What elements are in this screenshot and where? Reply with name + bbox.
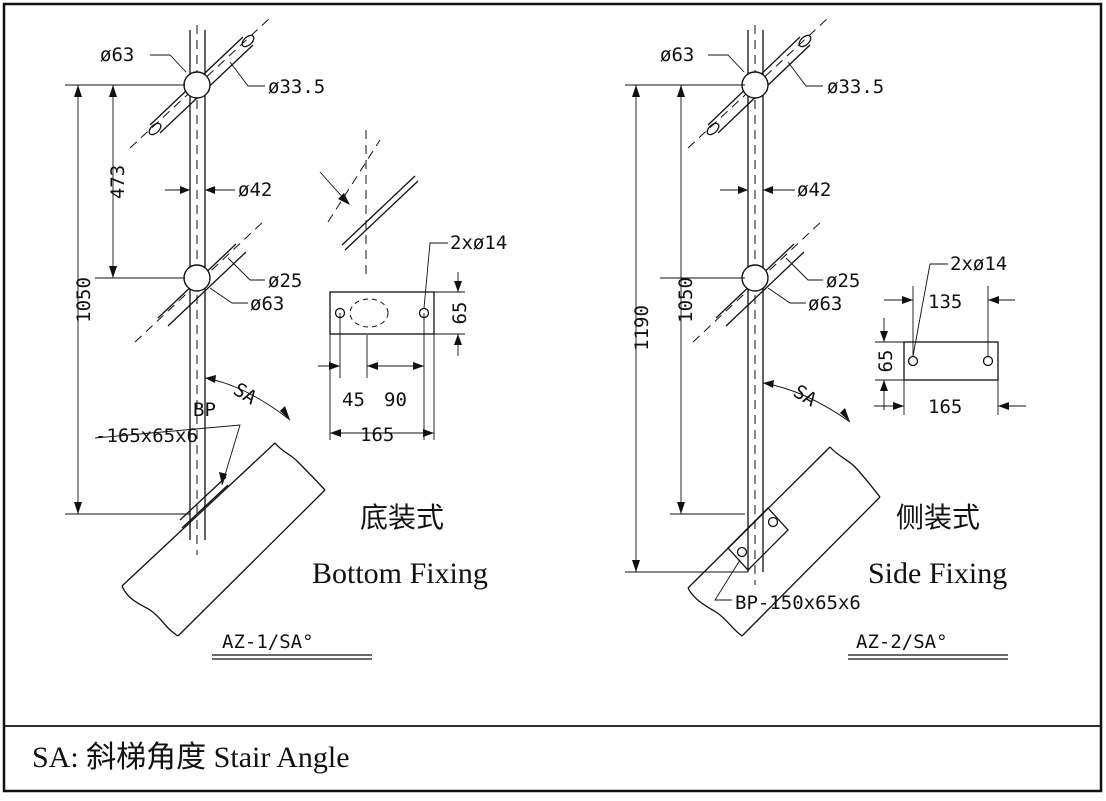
left-cn-title: 底装式 — [360, 502, 444, 534]
left-dimensions — [65, 54, 291, 515]
left-label-90: 90 — [384, 389, 407, 411]
right-en-title: Side Fixing — [868, 557, 1007, 590]
right-top-rail — [687, 17, 829, 149]
left-detail — [65, 17, 465, 660]
right-label-165: 165 — [928, 396, 962, 418]
right-label-bp-size: BP-150x65x6 — [735, 592, 861, 614]
left-label-sa: SA — [229, 379, 261, 410]
right-label-d25: ø25 — [826, 270, 860, 292]
left-top-rail — [129, 17, 271, 149]
right-label-holes: 2xø14 — [950, 253, 1007, 275]
left-code: AZ-1/SA° — [222, 631, 314, 653]
left-label-45: 45 — [342, 389, 365, 411]
left-label-473: 473 — [107, 165, 129, 199]
left-en-title: Bottom Fixing — [312, 557, 488, 590]
right-label-d63-bottom: ø63 — [808, 293, 842, 315]
right-label-d42: ø42 — [797, 179, 831, 201]
left-label-d42: ø42 — [238, 179, 272, 201]
footer-note: SA: 斜梯角度 Stair Angle — [32, 741, 350, 774]
left-label-d33: ø33.5 — [268, 76, 325, 98]
right-plate-detail — [874, 263, 1026, 415]
right-post — [747, 25, 764, 585]
left-label-d63-top: ø63 — [100, 44, 134, 66]
right-bottom-rail — [692, 219, 824, 343]
left-label-bp: BP — [193, 399, 216, 421]
right-label-1050: 1050 — [675, 277, 697, 323]
right-label-65: 65 — [875, 350, 897, 373]
right-label-d33: ø33.5 — [827, 76, 884, 98]
right-label-d63-top: ø63 — [660, 44, 694, 66]
left-label-d25: ø25 — [268, 270, 302, 292]
right-detail — [625, 17, 1026, 660]
left-label-165: 165 — [360, 424, 394, 446]
right-label-sa: SA — [789, 381, 821, 412]
left-label-holes: 2xø14 — [450, 232, 507, 254]
left-plate-detail — [318, 130, 465, 440]
right-dimensions — [625, 54, 851, 601]
right-cn-title: 侧装式 — [896, 502, 980, 534]
right-code: AZ-2/SA° — [856, 631, 948, 653]
right-label-1190: 1190 — [631, 305, 653, 351]
left-label-bp-size: -165x65x6 — [95, 425, 198, 447]
left-label-65: 65 — [449, 302, 471, 325]
left-label-1050: 1050 — [73, 277, 95, 323]
left-stair-stringer — [121, 442, 326, 637]
left-label-d63-bottom: ø63 — [250, 293, 284, 315]
left-bottom-rail — [134, 219, 266, 343]
right-label-135: 135 — [928, 291, 962, 313]
right-stair-stringer — [687, 446, 881, 637]
